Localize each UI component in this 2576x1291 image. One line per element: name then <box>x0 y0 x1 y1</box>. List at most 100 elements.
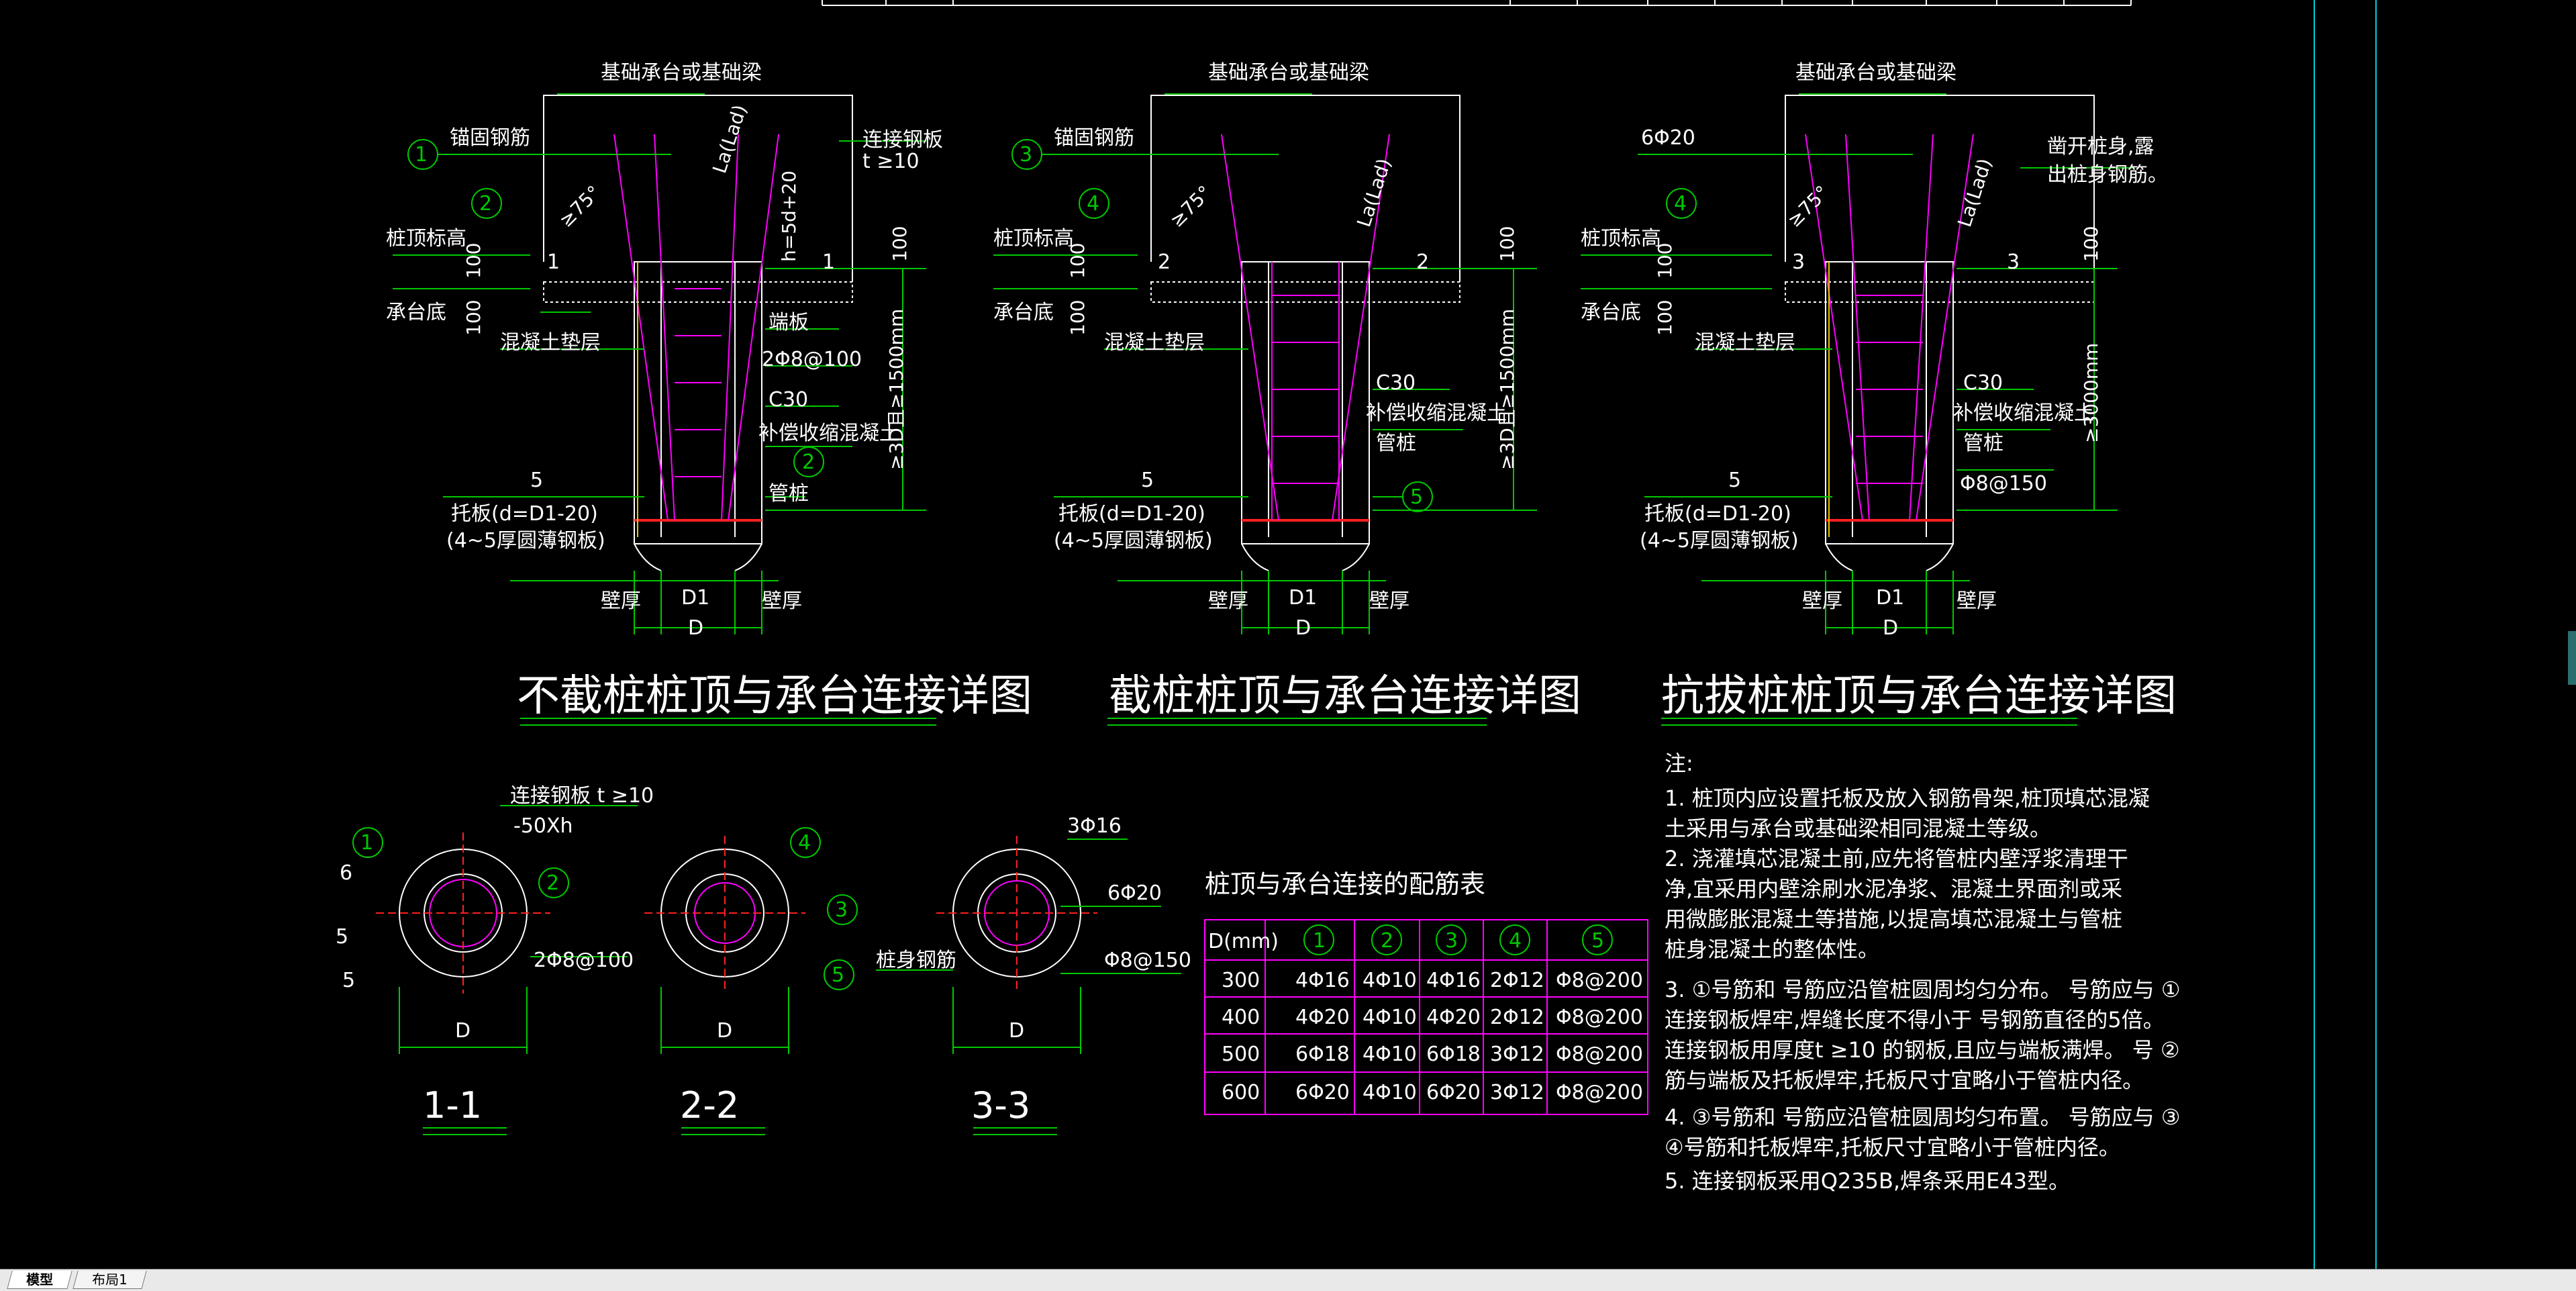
svg-text:6Φ20: 6Φ20 <box>1426 1081 1481 1104</box>
svg-text:4Φ10: 4Φ10 <box>1363 969 1417 992</box>
svg-text:La(Lad): La(Lad) <box>708 102 751 176</box>
svg-text:1: 1 <box>1313 929 1326 953</box>
svg-text:2Φ12: 2Φ12 <box>1490 969 1544 992</box>
svg-text:6Φ18: 6Φ18 <box>1295 1043 1350 1066</box>
svg-text:1. 桩顶内应设置托板及放入钢筋骨架,桩顶填芯混凝: 1. 桩顶内应设置托板及放入钢筋骨架,桩顶填芯混凝 <box>1665 785 2150 811</box>
section-3-3: 3Φ16 6Φ20 Φ8@150 桩身钢筋 D 3-3 <box>876 814 1191 1135</box>
svg-text:(4~5厚圆薄钢板): (4~5厚圆薄钢板) <box>1054 529 1213 553</box>
svg-text:桩身混凝土的整体性。: 桩身混凝土的整体性。 <box>1665 937 1879 962</box>
svg-text:4Φ10: 4Φ10 <box>1363 1043 1417 1066</box>
svg-text:托板(d=D1-20): 托板(d=D1-20) <box>451 502 598 526</box>
svg-text:3. ①号筋和 号筋应沿管桩圆周均匀分布。 号: 3. ①号筋和 号筋应沿管桩圆周均匀分布。 号筋应与 ① <box>1665 977 2181 1002</box>
svg-text:3Φ16: 3Φ16 <box>1067 814 1122 838</box>
svg-text:净,宜采用内壁涂刷水泥净浆、混凝土界面剂或采: 净,宜采用内壁涂刷水泥净浆、混凝土界面剂或采 <box>1665 876 2122 902</box>
svg-text:6: 6 <box>340 861 352 885</box>
detail-2-title: 截桩桩顶与承台连接详图 <box>1109 671 1581 721</box>
svg-text:承台底: 承台底 <box>993 301 1054 324</box>
svg-text:锚固钢筋: 锚固钢筋 <box>450 126 530 150</box>
svg-text:La(Lad): La(Lad) <box>1352 156 1395 230</box>
section-1-1: 连接钢板 t ≥10 -50Xh 2Φ8@100 D 6 5 5 1 2 1-1 <box>336 784 654 1135</box>
svg-text:h=5d+20: h=5d+20 <box>778 171 800 262</box>
svg-text:D1: D1 <box>1876 586 1904 610</box>
svg-text:2: 2 <box>802 450 815 474</box>
svg-text:C30: C30 <box>1376 371 1416 395</box>
svg-text:5: 5 <box>530 469 543 492</box>
svg-text:用微膨胀混凝土等措施,以提高填芯混凝土与管桩: 用微膨胀混凝土等措施,以提高填芯混凝土与管桩 <box>1665 906 2122 932</box>
svg-text:2: 2 <box>1416 250 1429 274</box>
svg-text:壁厚: 壁厚 <box>1208 589 1248 613</box>
svg-text:出桩身钢筋。: 出桩身钢筋。 <box>2047 163 2168 187</box>
svg-text:补偿收缩混凝土: 补偿收缩混凝土 <box>1366 401 1507 425</box>
svg-text:3: 3 <box>2007 250 2020 274</box>
svg-text:100: 100 <box>462 243 485 279</box>
svg-text:6Φ18: 6Φ18 <box>1426 1043 1481 1066</box>
tab-layout1[interactable]: 布局1 <box>72 1271 147 1289</box>
svg-text:5: 5 <box>1728 469 1741 492</box>
drawing-frame-right <box>2314 0 2576 1269</box>
svg-text:承台底: 承台底 <box>386 301 446 324</box>
svg-text:100: 100 <box>1654 300 1676 336</box>
svg-text:管桩: 管桩 <box>1963 432 2003 455</box>
svg-text:3: 3 <box>835 898 848 922</box>
svg-text:Φ8@200: Φ8@200 <box>1556 1043 1643 1066</box>
svg-text:100: 100 <box>462 300 485 336</box>
svg-text:100: 100 <box>1067 243 1089 279</box>
svg-text:3: 3 <box>1020 143 1032 166</box>
svg-text:承台底: 承台底 <box>1581 301 1641 324</box>
svg-text:筋与端板及托板焊牢,托板尺寸宜略小于管桩内径。: 筋与端板及托板焊牢,托板尺寸宜略小于管桩内径。 <box>1665 1067 2144 1093</box>
svg-text:≥75°: ≥75° <box>1783 181 1834 232</box>
svg-text:补偿收缩混凝土: 补偿收缩混凝土 <box>758 422 899 445</box>
svg-text:5. 连接钢板采用Q235B,焊条采用E43型。: 5. 连接钢板采用Q235B,焊条采用E43型。 <box>1665 1168 2070 1194</box>
detail-3: 基础承台或基础梁 6Φ20 凿开桩身,露 出桩身钢筋。 桩顶标高 承台底 混凝土… <box>1581 61 2177 726</box>
svg-text:2: 2 <box>479 192 492 216</box>
svg-text:锚固钢筋: 锚固钢筋 <box>1054 126 1134 150</box>
svg-text:D: D <box>455 1019 470 1043</box>
svg-text:D1: D1 <box>1289 586 1317 610</box>
svg-text:1: 1 <box>415 143 428 166</box>
svg-text:壁厚: 壁厚 <box>1369 589 1409 613</box>
svg-text:托板(d=D1-20): 托板(d=D1-20) <box>1644 502 1791 526</box>
svg-text:D(mm): D(mm) <box>1208 930 1279 953</box>
svg-text:Φ8@150: Φ8@150 <box>1960 472 2047 495</box>
svg-text:壁厚: 壁厚 <box>762 589 802 613</box>
svg-text:补偿收缩混凝土: 补偿收缩混凝土 <box>1953 401 2094 425</box>
svg-text:100: 100 <box>1067 300 1089 336</box>
svg-text:600: 600 <box>1222 1081 1260 1104</box>
tab-model[interactable]: 模型 <box>7 1271 72 1289</box>
svg-text:Φ8@200: Φ8@200 <box>1556 969 1643 992</box>
section-2-2: D 4 3 5 2-2 <box>644 827 858 1135</box>
svg-text:2Φ8@100: 2Φ8@100 <box>534 949 634 972</box>
detail-2: 基础承台或基础梁 锚固钢筋 桩顶标高 承台底 混凝土垫层 C30 补偿收缩混凝土… <box>993 61 1581 726</box>
svg-text:Φ8@200: Φ8@200 <box>1556 1081 1643 1104</box>
svg-text:混凝土垫层: 混凝土垫层 <box>1104 331 1205 354</box>
svg-text:D: D <box>717 1019 732 1043</box>
svg-text:6Φ20: 6Φ20 <box>1107 881 1162 905</box>
svg-text:300: 300 <box>1222 969 1260 992</box>
svg-text:桩顶标高: 桩顶标高 <box>1581 227 1661 250</box>
svg-text:≥75°: ≥75° <box>555 181 605 232</box>
svg-text:2: 2 <box>546 871 559 895</box>
svg-text:C30: C30 <box>769 388 808 412</box>
svg-text:基础承台或基础梁: 基础承台或基础梁 <box>1795 61 1956 85</box>
svg-text:桩顶标高: 桩顶标高 <box>993 227 1074 250</box>
svg-text:D: D <box>1009 1019 1024 1043</box>
svg-text:2: 2 <box>1381 929 1393 953</box>
svg-text:3Φ12: 3Φ12 <box>1490 1081 1544 1104</box>
svg-text:1: 1 <box>547 250 560 274</box>
svg-text:100: 100 <box>1496 226 1518 262</box>
svg-text:桩顶标高: 桩顶标高 <box>386 227 466 250</box>
svg-text:连接钢板用厚度t ≥10 的钢板,且应与端板满焊。 号: 连接钢板用厚度t ≥10 的钢板,且应与端板满焊。 号 ② <box>1665 1037 2180 1063</box>
svg-text:4Φ10: 4Φ10 <box>1363 1081 1417 1104</box>
svg-text:4. ③号筋和 号筋应沿管桩圆周均匀布置。 号筋: 4. ③号筋和 号筋应沿管桩圆周均匀布置。 号筋应与 ③ <box>1665 1104 2181 1130</box>
title-block-frame <box>822 0 2132 6</box>
svg-text:D: D <box>1295 616 1311 640</box>
svg-text:4Φ16: 4Φ16 <box>1426 969 1481 992</box>
svg-text:壁厚: 壁厚 <box>1802 589 1842 613</box>
svg-text:连接钢板: 连接钢板 <box>862 128 943 152</box>
svg-text:4Φ20: 4Φ20 <box>1295 1006 1350 1029</box>
svg-text:混凝土垫层: 混凝土垫层 <box>1695 331 1795 354</box>
detail-1: 基础承台或基础梁 锚固钢筋 连接钢板 t ≥10 桩顶标高 承台底 混凝土垫层 … <box>386 61 1032 726</box>
svg-text:4Φ20: 4Φ20 <box>1426 1006 1481 1029</box>
svg-text:5: 5 <box>1410 485 1423 509</box>
